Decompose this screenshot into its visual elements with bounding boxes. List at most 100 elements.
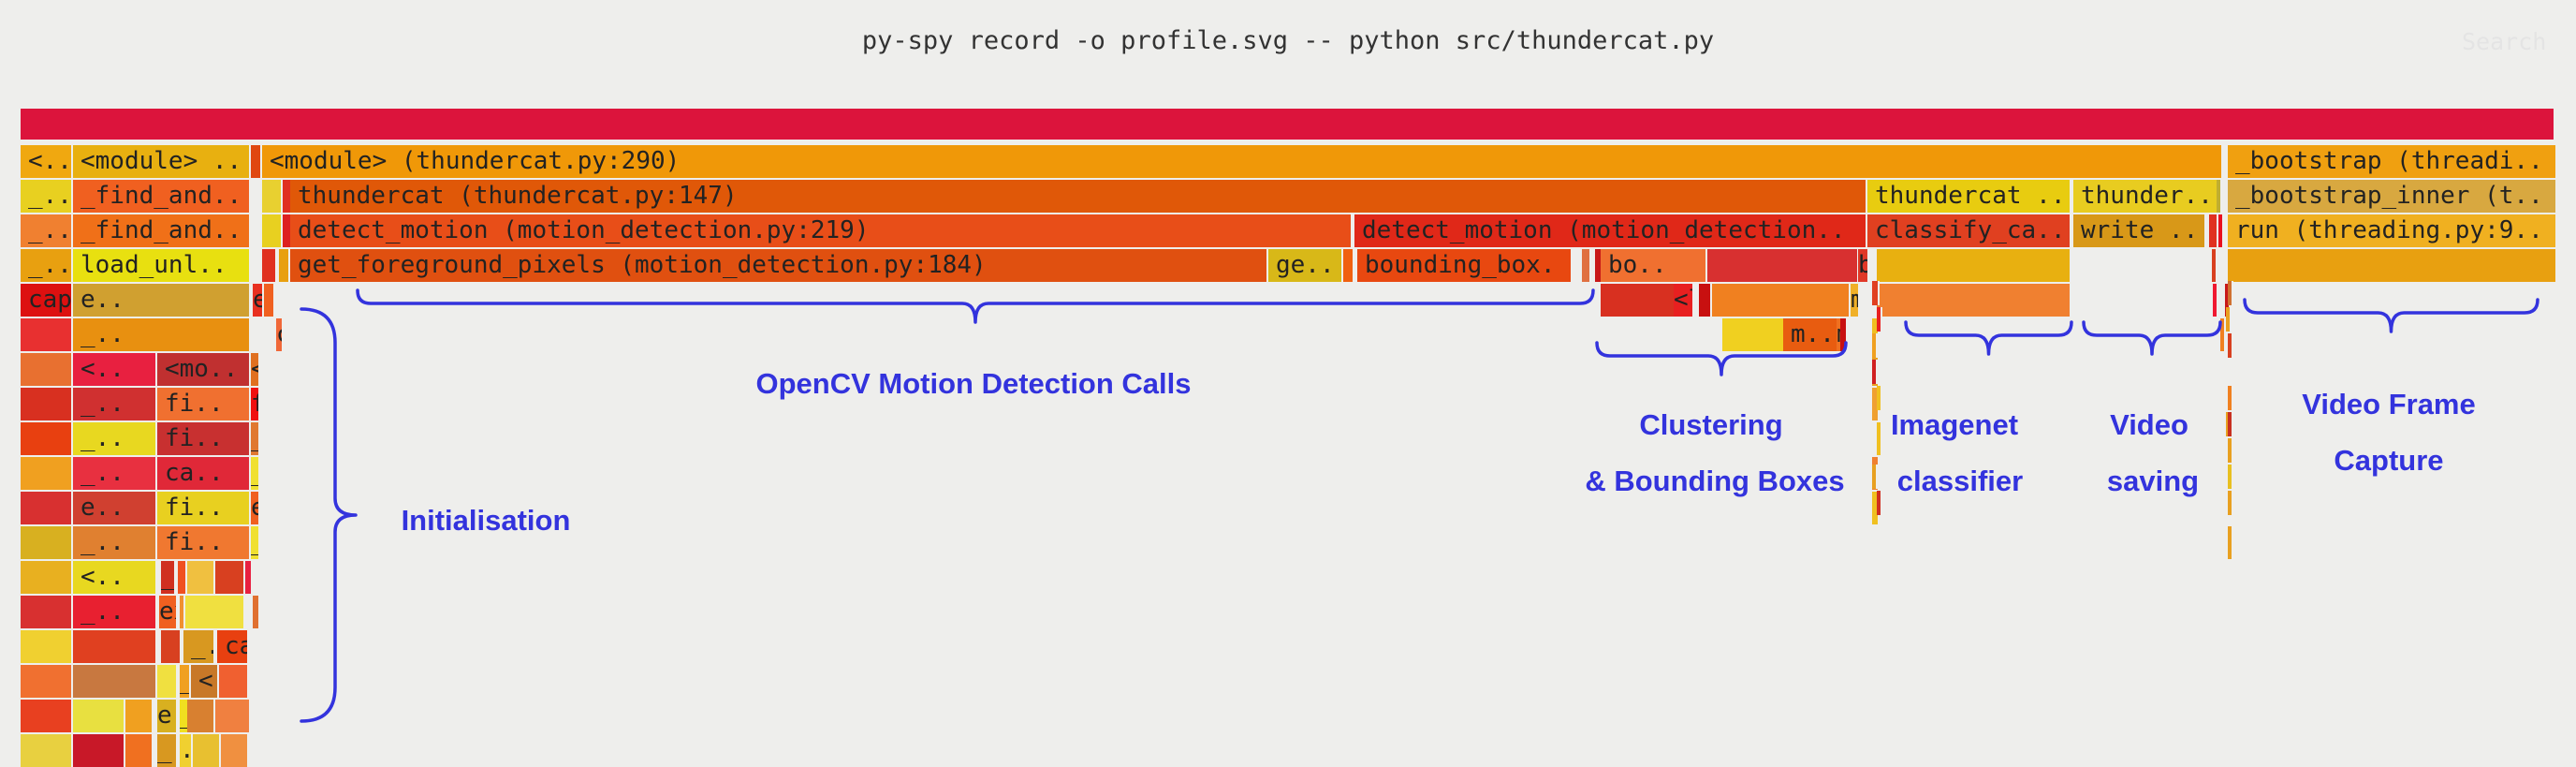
flame-frame[interactable]: exec_modu.. <box>253 284 264 317</box>
flame-frame[interactable]: ca.. <box>157 457 251 490</box>
flame-frame[interactable] <box>2228 491 2233 515</box>
flame-frame[interactable]: _.. <box>157 734 178 767</box>
flame-frame[interactable] <box>187 700 215 732</box>
flame-frame[interactable]: _lo.. <box>161 561 176 594</box>
flame-frame[interactable] <box>262 249 277 282</box>
flame-frame[interactable] <box>0 109 2 140</box>
flame-frame[interactable] <box>1872 465 1878 489</box>
flame-frame[interactable]: _.. <box>21 214 73 247</box>
flame-frame[interactable] <box>262 214 283 247</box>
flame-frame[interactable] <box>1343 249 1354 282</box>
flame-frame[interactable]: _.. <box>73 596 157 628</box>
flame-frame[interactable]: call_wit.. <box>276 318 284 351</box>
flame-frame[interactable] <box>21 630 73 663</box>
flame-frame[interactable] <box>279 249 290 282</box>
flame-frame[interactable]: ca.. <box>217 630 249 663</box>
flame-frame[interactable]: _.. <box>73 422 157 455</box>
flame-frame[interactable]: run (onnxr.. <box>2213 284 2218 317</box>
flame-frame[interactable] <box>1877 249 2071 282</box>
flame-frame[interactable]: _find_and.. <box>73 180 251 213</box>
flame-frame[interactable] <box>215 700 251 732</box>
flame-frame[interactable] <box>73 700 125 732</box>
flame-frame[interactable] <box>2228 386 2233 410</box>
flame-frame[interactable] <box>215 561 245 594</box>
flame-frame[interactable] <box>21 457 73 490</box>
flame-frame[interactable] <box>1877 491 1882 515</box>
search-button[interactable]: Search <box>2462 28 2547 55</box>
flame-frame[interactable] <box>1601 284 1677 317</box>
flame-frame[interactable]: <.. <box>191 665 219 698</box>
flame-frame[interactable]: e.. <box>73 284 251 317</box>
flame-frame[interactable]: exec.. <box>251 492 260 524</box>
flame-frame[interactable]: fin.. <box>251 388 260 420</box>
flame-frame[interactable]: ge.. <box>1268 249 1343 282</box>
flame-frame[interactable]: <module> (thundercat.py:290) <box>262 145 2223 178</box>
flame-frame[interactable] <box>2226 307 2232 332</box>
flame-frame[interactable] <box>245 561 253 594</box>
flame-frame[interactable] <box>73 630 157 663</box>
flame-frame[interactable] <box>21 596 73 628</box>
flame-frame[interactable]: _.. <box>73 318 251 351</box>
flame-frame[interactable]: e.. <box>73 492 157 524</box>
flame-frame[interactable] <box>125 734 154 767</box>
flame-frame[interactable] <box>193 734 221 767</box>
flame-frame[interactable] <box>2228 281 2233 305</box>
flame-frame[interactable] <box>73 665 157 698</box>
flame-frame[interactable] <box>125 700 154 732</box>
flame-frame[interactable] <box>2228 465 2233 489</box>
flame-frame[interactable] <box>253 596 260 628</box>
flame-frame[interactable]: e.. <box>157 700 178 732</box>
flame-frame[interactable]: exe.. <box>159 596 178 628</box>
flame-frame[interactable] <box>21 665 73 698</box>
flame-frame[interactable]: run (threading.py:9.. <box>2228 214 2557 247</box>
flame-frame[interactable]: detect_motion (motion_detection.. <box>1354 214 1867 247</box>
flame-frame[interactable]: boundin.. <box>1858 249 1869 282</box>
flame-frame[interactable] <box>161 630 182 663</box>
flame-frame[interactable]: _.. <box>21 249 73 282</box>
flame-frame[interactable]: capture_frames (fra.. <box>21 284 73 317</box>
flame-frame[interactable] <box>1582 249 1591 282</box>
flame-frame[interactable] <box>180 596 185 628</box>
flame-frame[interactable] <box>21 700 73 732</box>
flame-frame[interactable] <box>157 665 178 698</box>
flame-frame[interactable] <box>264 284 275 317</box>
flame-frame[interactable] <box>2217 180 2222 213</box>
flame-frame[interactable]: _loa.. <box>251 457 260 490</box>
flame-frame[interactable]: _bootstrap_inner (t.. <box>2228 180 2557 213</box>
flame-frame[interactable]: get_foreground_pixels (motion_detection.… <box>290 249 1268 282</box>
flame-frame[interactable] <box>1872 360 1878 384</box>
flame-frame[interactable]: fi.. <box>157 492 251 524</box>
flame-frame[interactable]: write .. <box>2073 214 2206 247</box>
flame-frame[interactable]: _fin.. <box>251 422 260 455</box>
flame-frame[interactable] <box>1877 386 1882 410</box>
flame-frame[interactable] <box>21 734 73 767</box>
flame-frame[interactable] <box>2209 214 2218 247</box>
flame-frame[interactable]: fi.. <box>157 388 251 420</box>
flame-frame[interactable]: <mod.. <box>251 353 260 386</box>
flame-frame[interactable] <box>21 561 73 594</box>
flame-frame[interactable]: <module> .. <box>73 145 251 178</box>
flame-frame[interactable]: <.. <box>73 353 157 386</box>
flame-frame[interactable] <box>21 526 73 559</box>
flame-frame[interactable] <box>2228 333 2233 358</box>
flame-frame[interactable] <box>1877 284 2071 317</box>
flame-frame[interactable] <box>21 353 73 386</box>
flame-frame[interactable]: merge.. <box>1851 284 1860 317</box>
flame-frame[interactable] <box>21 318 73 351</box>
flame-frame[interactable] <box>1877 422 1882 455</box>
flame-frame[interactable] <box>178 561 187 594</box>
flame-frame[interactable]: _.. <box>183 630 215 663</box>
flame-frame[interactable]: thundercat .. <box>1867 180 2071 213</box>
flame-frame[interactable] <box>185 596 245 628</box>
flame-frame[interactable] <box>2228 249 2557 282</box>
flame-frame[interactable] <box>21 492 73 524</box>
flame-frame[interactable]: _.. <box>21 180 73 213</box>
flame-frame[interactable] <box>1699 284 1712 317</box>
flame-frame[interactable] <box>1872 333 1878 358</box>
flame-frame[interactable] <box>21 422 73 455</box>
flame-frame[interactable] <box>2218 214 2224 247</box>
flame-frame[interactable] <box>1707 249 1859 282</box>
flame-frame[interactable]: _.. <box>73 388 157 420</box>
flame-frame[interactable] <box>2220 318 2226 351</box>
flame-frame[interactable] <box>251 145 262 178</box>
